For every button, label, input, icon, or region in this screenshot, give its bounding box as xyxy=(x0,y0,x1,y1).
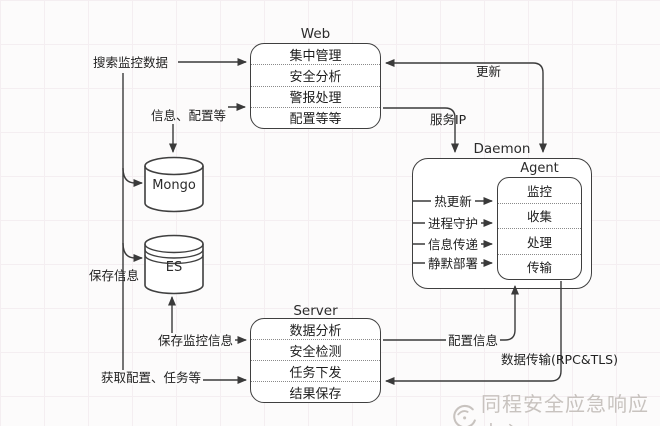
daemon-feature-label: 热更新 xyxy=(431,194,475,209)
edge-save-monitor-label: 保存监控信息 xyxy=(156,333,236,348)
agent-box: 监控 收集 处理 传输 xyxy=(497,177,582,280)
daemon-feature-label: 静默部署 xyxy=(424,256,481,271)
edge-update-label: 更新 xyxy=(474,64,504,79)
edge-update-line xyxy=(385,59,547,153)
web-row: 配置等等 xyxy=(251,106,380,128)
daemon-feature-hot-update: 热更新 xyxy=(413,194,493,209)
server-row: 安全检测 xyxy=(251,339,380,360)
daemon-feature-label: 信息传递 xyxy=(424,237,481,252)
edge-search-label: 搜索监控数据 xyxy=(93,55,169,70)
web-row: 安全分析 xyxy=(251,64,380,85)
server-title: Server xyxy=(293,303,338,319)
daemon-feature-label: 进程守护 xyxy=(424,216,481,231)
mongo-cylinder xyxy=(144,156,204,213)
edge-config-info-line xyxy=(383,285,519,341)
agent-row: 传输 xyxy=(498,253,581,280)
watermark-text: 同程安全应急响应中心 xyxy=(480,392,649,426)
edge-service-ip-line xyxy=(383,107,459,153)
edge-save-info-label: 保存信息 xyxy=(89,268,140,283)
edge-data-transfer-line xyxy=(385,281,562,385)
watermark: 同程安全应急响应中心 xyxy=(448,388,660,426)
edge-config-info-label: 配置信息 xyxy=(446,333,501,348)
edge-get-config-label: 获取配置、任务等 xyxy=(99,370,204,385)
server-row: 结果保存 xyxy=(251,381,380,402)
edge-service-ip-label: 服务IP xyxy=(430,112,467,127)
daemon-title: Daemon xyxy=(473,141,531,157)
agent-row: 监控 xyxy=(526,183,552,199)
web-title: Web xyxy=(300,26,331,42)
server-box: 数据分析 安全检测 任务下发 结果保存 xyxy=(250,318,381,403)
edge-info-config-label: 信息、配置等 xyxy=(151,108,227,123)
edge-to-mongo-line xyxy=(122,167,143,187)
edge-data-transfer-label: 数据传输(RPC&TLS) xyxy=(501,352,618,367)
daemon-feature-silent-deploy: 静默部署 xyxy=(413,256,493,271)
web-row: 集中管理 xyxy=(289,48,342,64)
agent-row: 处理 xyxy=(498,228,581,254)
server-row: 数据分析 xyxy=(289,323,342,339)
server-row: 任务下发 xyxy=(251,360,380,381)
web-box: 集中管理 安全分析 警报处理 配置等等 xyxy=(250,43,381,129)
web-row: 警报处理 xyxy=(251,85,380,107)
mongo-label: Mongo xyxy=(152,178,196,193)
agent-title: Agent xyxy=(520,161,559,176)
edge-to-es-line xyxy=(122,242,143,262)
daemon-feature-message-pass: 信息传递 xyxy=(413,237,493,252)
agent-row: 收集 xyxy=(498,202,581,229)
watermark-logo-icon xyxy=(453,404,476,426)
es-label: ES xyxy=(165,260,183,275)
es-cylinder xyxy=(144,234,204,295)
daemon-feature-process-guard: 进程守护 xyxy=(413,216,493,231)
